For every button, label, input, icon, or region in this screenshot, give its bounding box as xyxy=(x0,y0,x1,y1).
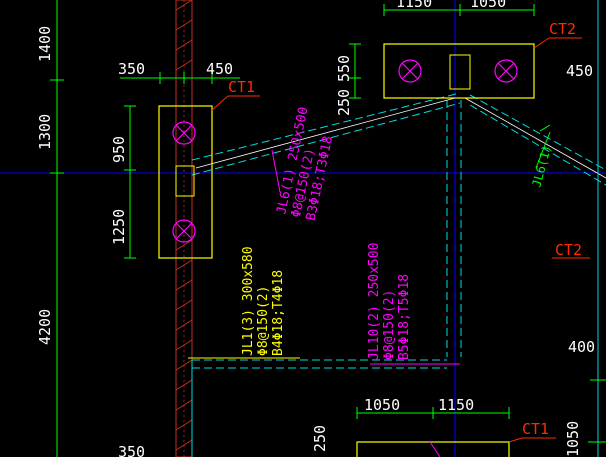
pile-cap-ct2-top[interactable] xyxy=(383,43,535,99)
pile-mark xyxy=(398,59,518,83)
cap-label-leaders xyxy=(211,37,590,443)
dim-text-450: 450 xyxy=(206,60,233,78)
jl10-line2: Φ8@150(2) xyxy=(382,290,397,360)
dim-text-250-cap2: 250 xyxy=(335,89,353,116)
pile-cap-ct1-top[interactable] xyxy=(158,105,213,259)
dim-text-1150-bottom: 1150 xyxy=(438,396,474,414)
beam-leader-lines xyxy=(188,131,551,365)
dim-text-550: 550 xyxy=(335,55,353,82)
dim-text-4200: 4200 xyxy=(36,309,54,345)
jl10-line3: B5Φ18;T5Φ18 xyxy=(397,274,412,360)
foundation-frame-lines xyxy=(191,0,599,457)
jl1-line3: B4Φ18;T4Φ18 xyxy=(271,270,286,356)
dim-text-1150-top: 1150 xyxy=(396,0,432,11)
dim-text-350-bottom: 350 xyxy=(118,443,145,457)
brick-wall-left xyxy=(175,0,193,457)
dim-text-1050-bottom: 1050 xyxy=(364,396,400,414)
cap-label-ct1-bottom: CT1 xyxy=(522,420,549,438)
beam-label-jl10: JL10(2) 250x500 Φ8@150(2) B5Φ18;T5Φ18 xyxy=(367,243,412,360)
dimension-lines xyxy=(50,0,606,457)
foundation-beam-lines xyxy=(191,92,606,369)
dim-text-250-bottom: 250 xyxy=(311,425,329,452)
jl10-line1: JL10(2) 250x500 xyxy=(367,243,382,360)
dim-text-1050-right: 1050 xyxy=(564,421,582,457)
dim-text-950: 950 xyxy=(110,136,128,163)
pile-mark xyxy=(172,121,196,243)
dim-text-350: 350 xyxy=(118,60,145,78)
dim-text-400: 400 xyxy=(568,338,595,356)
foundation-solid-lines xyxy=(195,97,606,179)
dim-text-1300: 1300 xyxy=(36,114,54,150)
cap-label-ct2-top: CT2 xyxy=(549,20,576,38)
dim-text-1050-top: 1050 xyxy=(470,0,506,11)
dim-text-1250: 1250 xyxy=(110,209,128,245)
cap-label-ct2-right: CT2 xyxy=(555,241,582,259)
pile-cap-ct1-bottom[interactable] xyxy=(356,441,510,457)
dim-text-450-right: 450 xyxy=(566,62,593,80)
dim-text-1400: 1400 xyxy=(36,26,54,62)
cap-label-ct1-top: CT1 xyxy=(228,78,255,96)
jl1-line2: Φ8@150(2) xyxy=(256,286,271,356)
beam-label-jl1: JL1(3) 300x580 Φ8@150(2) B4Φ18;T4Φ18 xyxy=(241,246,286,356)
jl1-line1: JL1(3) 300x580 xyxy=(241,246,256,356)
